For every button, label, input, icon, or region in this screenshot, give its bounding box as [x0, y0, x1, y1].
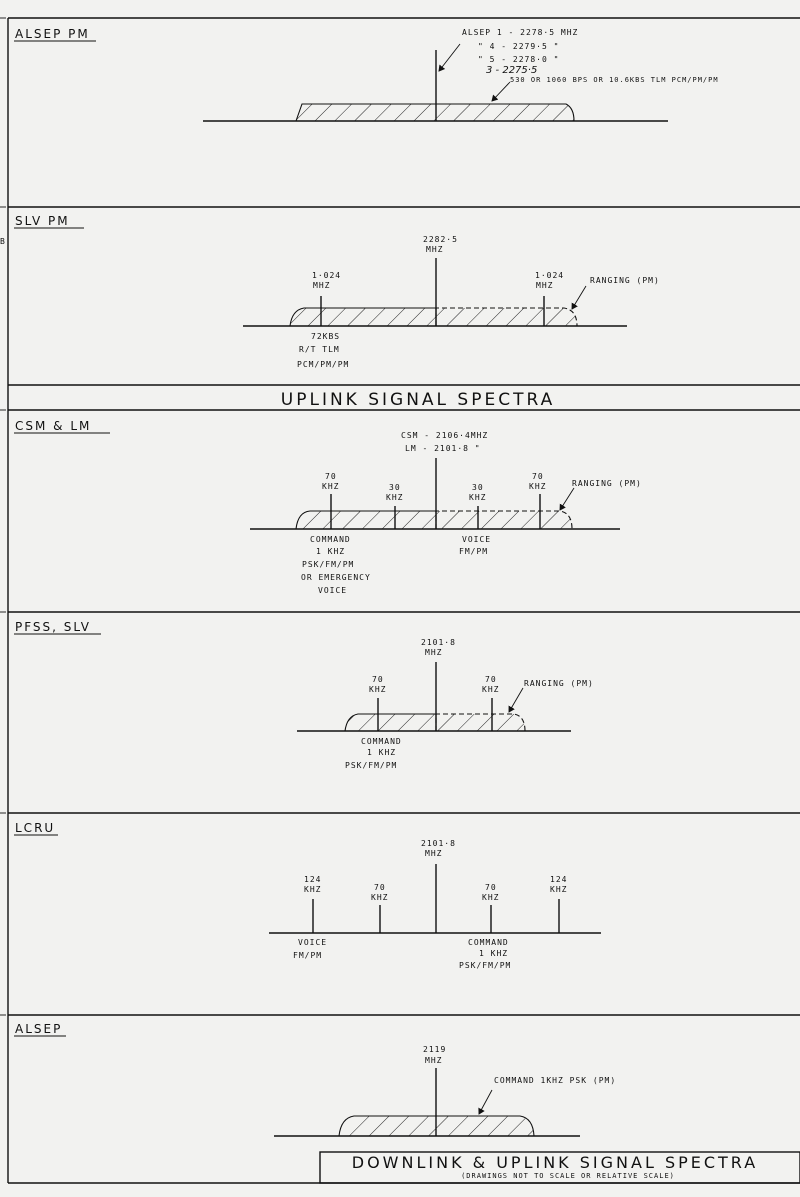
- subcarrier-label: 70: [485, 883, 497, 892]
- title-block: DOWNLINK & UPLINK SIGNAL SPECTRA (DRAWIN…: [319, 1151, 800, 1184]
- panel-title: LCRU: [15, 821, 55, 835]
- subcarrier-label: 1·024: [312, 271, 341, 280]
- command-label: 1 KHZ: [316, 547, 345, 556]
- panel-title: PFSS, SLV: [15, 620, 91, 634]
- subcarrier-label: KHZ: [529, 482, 546, 491]
- signal-band-solid: [344, 713, 437, 732]
- sheet-frame: [0, 17, 800, 1184]
- subcarrier-label: KHZ: [386, 493, 403, 502]
- drawing-title: DOWNLINK & UPLINK SIGNAL SPECTRA: [352, 1153, 758, 1172]
- ranging-label: RANGING (PM): [590, 276, 660, 285]
- carrier-label: 2119: [423, 1045, 446, 1054]
- command-label: PSK/FM/PM: [459, 961, 511, 970]
- freq-label: " 4 - 2279·5 ": [478, 42, 559, 51]
- command-label: OR EMERGENCY: [301, 573, 371, 582]
- band-label: PCM/PM/PM: [297, 360, 349, 369]
- signal-band-solid: [295, 510, 437, 530]
- freq-label-handwritten: 3 - 2275·5: [486, 65, 537, 76]
- subcarrier-label: KHZ: [482, 685, 499, 694]
- band-label: 530 OR 1060 BPS OR 10.6KBS TLM PCM/PM/PM: [510, 76, 719, 84]
- command-label: COMMAND: [468, 938, 509, 947]
- drawing-note: (DRAWINGS NOT TO SCALE OR RELATIVE SCALE…: [461, 1172, 675, 1180]
- subcarrier-label: 70: [325, 472, 337, 481]
- margin-letter: B: [0, 237, 6, 246]
- carrier-label: MHZ: [425, 648, 442, 657]
- panel-title: CSM & LM: [15, 419, 91, 433]
- signal-band-dashed: [435, 307, 578, 327]
- signal-band-dashed: [435, 510, 573, 530]
- command-label: PSK/FM/PM: [345, 761, 397, 770]
- signal-band: [295, 103, 575, 122]
- subcarrier-label: 70: [532, 472, 544, 481]
- subcarrier-label: 124: [304, 875, 321, 884]
- command-label: 1 KHZ: [367, 748, 396, 757]
- subcarrier-label: KHZ: [371, 893, 388, 902]
- carrier-label: LM - 2101·8 ": [405, 444, 481, 453]
- freq-label: ALSEP 1 - 2278·5 MHZ: [462, 28, 578, 37]
- subcarrier-label: 30: [389, 483, 401, 492]
- panel-lcru: LCRU 2101·8 MHZ 124 KHZ 70 KHZ 70 KHZ 12…: [14, 821, 601, 970]
- band-label: R/T TLM: [299, 345, 340, 354]
- panel-title: SLV PM: [15, 214, 70, 228]
- panel-csm-lm: CSM & LM CSM - 2106·4MHZ LM - 2101·8 " 7…: [14, 419, 642, 595]
- subcarrier-label: 70: [485, 675, 497, 684]
- freq-label: " 5 - 2278·0 ": [478, 55, 559, 64]
- command-label: VOICE: [318, 586, 347, 595]
- carrier-label: 2101·8: [421, 638, 456, 647]
- subcarrier-label: KHZ: [469, 493, 486, 502]
- subcarrier-label: KHZ: [482, 893, 499, 902]
- carrier-label: CSM - 2106·4MHZ: [401, 431, 488, 440]
- voice-label: FM/PM: [459, 547, 488, 556]
- voice-label: VOICE: [298, 938, 327, 947]
- command-label: 1 KHZ: [479, 949, 508, 958]
- subcarrier-label: 70: [374, 883, 386, 892]
- ranging-label: RANGING (PM): [572, 479, 642, 488]
- panel-alsep-pm: ALSEP PM ALSEP 1 - 2278·5 MHZ " 4 - 2279…: [14, 27, 719, 122]
- command-label: PSK/FM/PM: [302, 560, 354, 569]
- carrier-label: MHZ: [425, 849, 442, 858]
- panel-pfss-slv: PFSS, SLV 2101·8 MHZ 70 KHZ 70 KHZ RANGI…: [14, 620, 594, 770]
- signal-band-solid: [289, 307, 437, 327]
- panel-title: ALSEP PM: [15, 27, 90, 41]
- subcarrier-label: 70: [372, 675, 384, 684]
- command-label: COMMAND: [310, 535, 351, 544]
- carrier-label: 2282·5: [423, 235, 458, 244]
- signal-band-dashed: [435, 713, 526, 732]
- voice-label: VOICE: [462, 535, 491, 544]
- panel-alsep: ALSEP 2119 MHZ COMMAND 1KHZ PSK (PM): [14, 1022, 616, 1137]
- subcarrier-label: MHZ: [313, 281, 330, 290]
- subcarrier-label: 1·024: [535, 271, 564, 280]
- subcarrier-label: MHZ: [536, 281, 553, 290]
- carrier-label: 2101·8: [421, 839, 456, 848]
- voice-label: FM/PM: [293, 951, 322, 960]
- carrier-label: MHZ: [426, 245, 443, 254]
- subcarrier-label: KHZ: [304, 885, 321, 894]
- subcarrier-label: KHZ: [550, 885, 567, 894]
- ranging-label: RANGING (PM): [524, 679, 594, 688]
- subcarrier-label: 124: [550, 875, 567, 884]
- carrier-label: MHZ: [425, 1056, 442, 1065]
- section-header: UPLINK SIGNAL SPECTRA: [281, 390, 555, 410]
- subcarrier-label: KHZ: [369, 685, 386, 694]
- command-label: COMMAND 1KHZ PSK (PM): [494, 1076, 616, 1085]
- command-label: COMMAND: [361, 737, 402, 746]
- panel-title: ALSEP: [15, 1022, 62, 1036]
- panel-slv-pm: SLV PM 2282·5 MHZ 1·024 MHZ 1·024 MHZ RA…: [14, 214, 660, 369]
- subcarrier-label: KHZ: [322, 482, 339, 491]
- subcarrier-label: 30: [472, 483, 484, 492]
- band-label: 72KBS: [311, 332, 340, 341]
